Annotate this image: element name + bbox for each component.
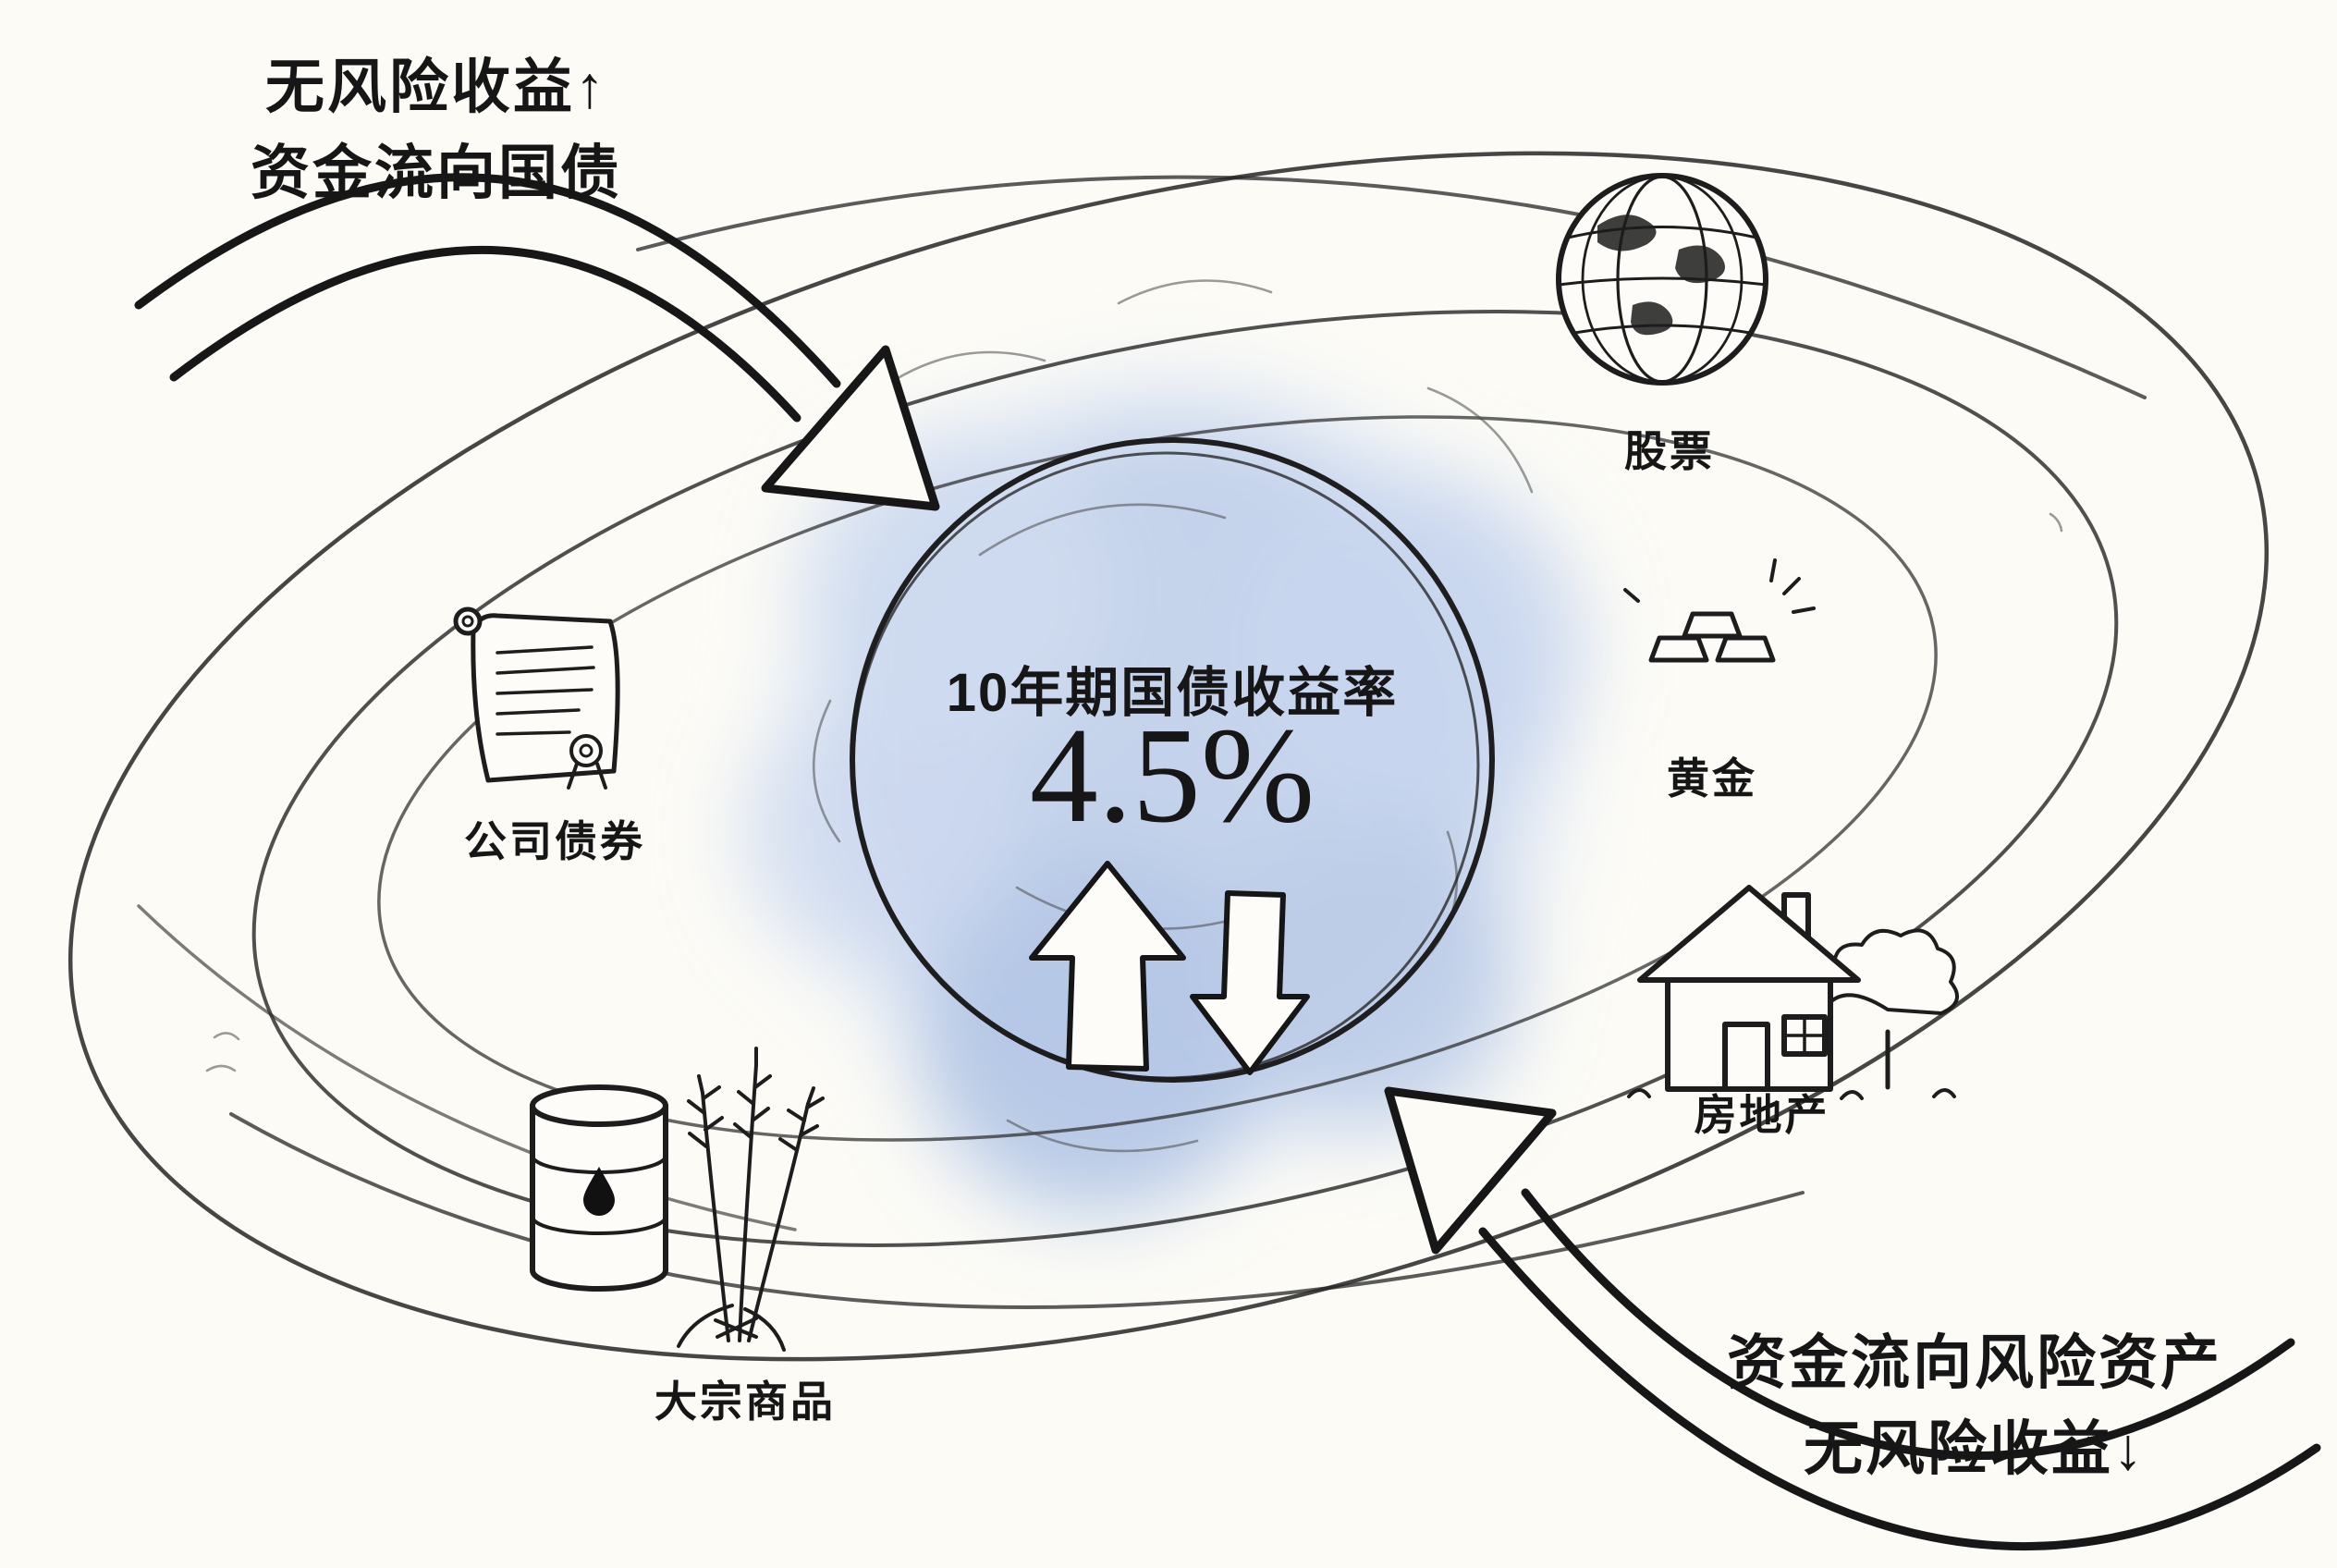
- center-yield-title: 10年期国债收益率: [946, 663, 1399, 723]
- globe-icon: [1556, 173, 1768, 386]
- annotation-line-1: 资金流向风险资产: [1727, 1329, 2222, 1396]
- asset-label-real-estate: 房地产: [1694, 1091, 1830, 1139]
- annotation-line-2: 无风险收益↓: [1804, 1415, 2146, 1482]
- annotation-line-1: 无风险收益↑: [265, 54, 607, 120]
- oil-barrel-icon: [530, 1084, 668, 1292]
- oil-barrel-wheat-icon: [530, 1047, 825, 1352]
- flow-arrow-to-bonds: [134, 173, 940, 511]
- annotation-line-2: 资金流向国债: [251, 139, 622, 206]
- asset-label-corporate-bonds: 公司债券: [464, 817, 645, 865]
- annotation-risk-free-up: 无风险收益↑ 资金流向国债: [251, 44, 622, 216]
- flow-arrow-to-risk-assets: [1384, 1086, 2321, 1551]
- house-icon: [1627, 885, 1960, 1100]
- annotation-funds-to-risk: 资金流向风险资产 无风险收益↓: [1727, 1320, 2222, 1492]
- yield-up-arrow: [1029, 861, 1186, 1072]
- center-circle: [850, 437, 1495, 1083]
- asset-label-stocks: 股票: [1624, 427, 1715, 475]
- yield-down-arrow: [1190, 890, 1310, 1075]
- center-yield-value: 4.5%: [1029, 700, 1315, 851]
- scroll-icon: [453, 606, 620, 790]
- asset-label-gold: 黄金: [1667, 754, 1757, 802]
- asset-label-commodities: 大宗商品: [655, 1378, 836, 1426]
- yield-arrows: [1029, 861, 1310, 1075]
- wheat-icon: [677, 1047, 825, 1352]
- gold-bars-icon: [1623, 558, 1816, 663]
- watercolor-blob: [740, 370, 1585, 1216]
